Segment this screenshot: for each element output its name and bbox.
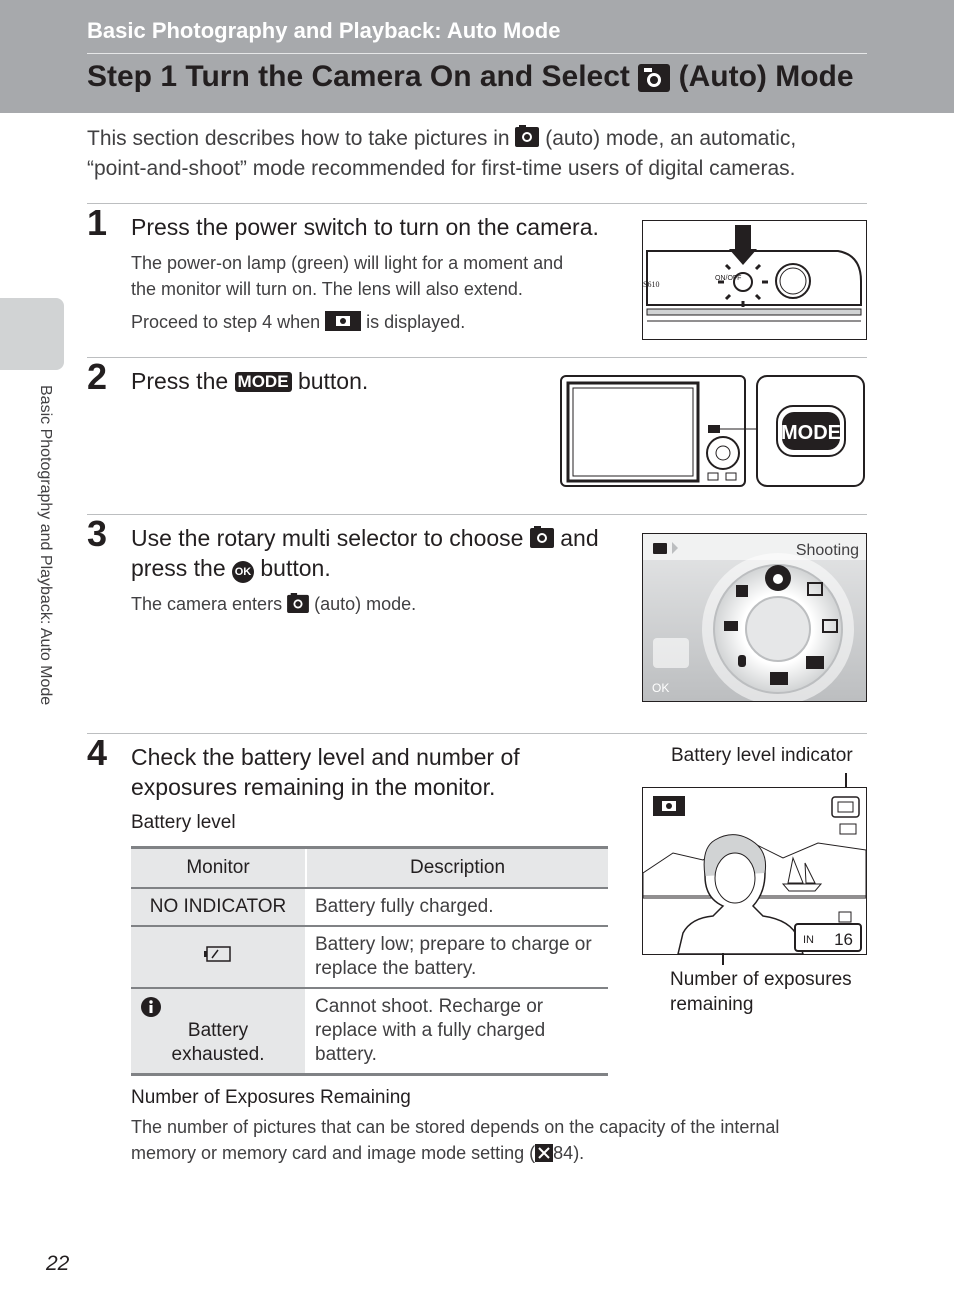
mode-button-icon: MODE [234,372,292,392]
monitor-display-illustration: IN 16 [642,787,867,955]
intro-line2: “point-and-shoot” mode recommended for f… [87,157,796,180]
step-3-detail-post: (auto) mode. [314,594,417,614]
header-divider [87,53,867,54]
camera-back-illustration: MODE [560,375,865,487]
step-number: 1 [87,202,108,243]
menu-title: Shooting [796,542,859,559]
table-header-monitor: Monitor [131,846,307,889]
side-tab-label: Basic Photography and Playback: Auto Mod… [37,385,54,706]
battery-level-heading: Battery level [131,812,236,833]
exposures-line2-post: ). [573,1143,585,1163]
step-3-line2-pre: press the [131,555,226,581]
exposures-paragraph: The number of pictures that can be store… [131,1114,871,1166]
description-cell: Battery fully charged. [306,888,608,927]
monitor-cell: NO INDICATOR [131,888,307,927]
memory-icon: IN [803,934,814,946]
table-header-description: Description [306,846,608,889]
step-number: 3 [87,513,108,554]
table-row: Battery low; prepare to charge or replac… [131,926,608,989]
step-1-detail-line1: The power-on lamp (green) will light for… [131,253,564,273]
battery-low-icon [204,946,231,962]
battery-exhausted-label: Battery exhausted. [171,1020,265,1065]
step-1-detail-line3-pre: Proceed to step 4 when [131,312,321,332]
title-pre: Step 1 Turn the Camera On and Select [87,60,630,93]
divider [87,514,867,515]
section-title: Basic Photography and Playback: Auto Mod… [87,18,561,43]
exposures-label-line1: Number of exposures [670,969,852,990]
step-3-detail-pre: The camera enters [131,594,283,614]
camera-auto-icon [515,125,540,147]
exposures-label-line2: remaining [670,994,754,1015]
intro-paragraph: This section describes how to take pictu… [87,124,867,184]
table-row: Battery exhausted. Cannot shoot. Recharg… [131,988,608,1076]
model-label: S610 [643,280,659,289]
step-4-instruction: Check the battery level and number of ex… [131,742,520,802]
shooting-menu-screen: Shooting OK [642,533,867,702]
step-2-pre: Press the [131,368,229,394]
step-1-detail: The power-on lamp (green) will light for… [131,250,563,335]
divider [87,203,867,204]
camera-auto-icon [287,593,310,613]
step-4-line2: exposures remaining in the monitor. [131,774,496,800]
exposures-count: 16 [834,930,853,949]
step-2-instruction: Press the MODE button. [131,366,368,396]
camera-top-illustration: ON/OFF S610 [642,220,867,340]
mode-button-label: MODE [781,422,841,444]
table-header-row: Monitor Description [131,846,608,889]
battery-indicator-label: Battery level indicator [671,745,853,766]
warning-icon [141,997,161,1017]
callout-line [845,773,847,791]
step-3-instruction: Use the rotary multi selector to choose … [131,523,599,583]
divider [87,733,867,734]
step-1-detail-line2: the monitor will turn on. The lens will … [131,279,523,299]
side-tab [0,298,64,370]
ok-button-icon: OK [232,561,254,583]
step-3-line2-post: button. [260,555,331,581]
table-row: NO INDICATOR Battery fully charged. [131,888,608,927]
monitor-cell: Battery exhausted. [131,988,307,1076]
exposures-heading: Number of Exposures Remaining [131,1087,411,1108]
exposures-remaining-label: Number of exposures remaining [670,967,852,1017]
intro-line1-post: (auto) mode, an automatic, [545,127,797,150]
divider [87,357,867,358]
intro-line1-pre: This section describes how to take pictu… [87,127,510,150]
camera-auto-icon [638,64,671,93]
step-1-instruction: Press the power switch to turn on the ca… [131,214,599,240]
step-3-detail: The camera enters (auto) mode. [131,591,416,617]
camera-auto-icon [529,526,554,548]
step-2-post: button. [297,368,369,394]
page-number: 22 [46,1252,70,1275]
battery-table: Monitor Description NO INDICATOR Battery… [131,846,608,1076]
step-1-detail-line3-post: is displayed. [366,312,466,332]
exposures-line1: The number of pictures that can be store… [131,1117,780,1137]
title-post: (Auto) Mode [678,60,854,93]
exposures-line2-pre: memory or memory card and image mode set… [131,1143,536,1163]
callout-line [722,953,724,965]
step-3-pre: Use the rotary multi selector to choose [131,525,524,551]
description-cell: Battery low; prepare to charge or replac… [306,926,608,989]
step-number: 2 [87,356,108,397]
step-4-line1: Check the battery level and number of [131,744,520,770]
monitor-cell [131,926,307,989]
page-reference-icon [535,1144,554,1162]
switch-label: ON/OFF [715,275,741,282]
page-header: Basic Photography and Playback: Auto Mod… [0,0,954,113]
page-title: Step 1 Turn the Camera On and Select (Au… [87,60,854,94]
step-number: 4 [87,732,108,773]
camera-auto-screen-icon [325,311,362,331]
description-cell: Cannot shoot. Recharge or replace with a… [306,988,608,1076]
exposures-page-ref: 84 [553,1143,574,1163]
ok-hint: OK [652,681,669,695]
step-3-mid: and [560,525,599,551]
